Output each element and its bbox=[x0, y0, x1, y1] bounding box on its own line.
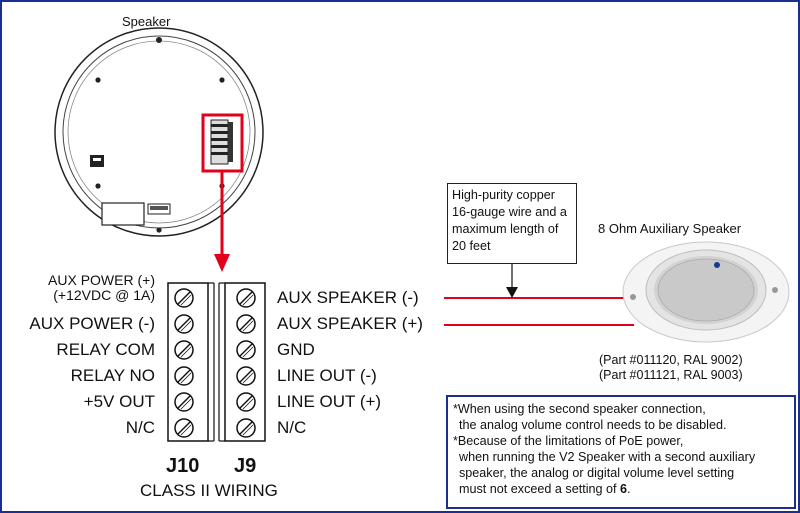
note-line: when running the V2 Speaker with a secon… bbox=[459, 450, 756, 464]
aux-speaker-wires bbox=[444, 297, 634, 326]
volume-limit-value: 6 bbox=[620, 482, 628, 496]
note-line: speaker, the analog or digital volume le… bbox=[459, 466, 735, 480]
j9-pin-label: LINE OUT (+) bbox=[277, 392, 382, 411]
terminal-block-j9 bbox=[218, 282, 266, 442]
j9-pin-label: LINE OUT (-) bbox=[277, 366, 377, 385]
j10-pin-label: N/C bbox=[125, 418, 155, 437]
class-wiring-label: CLASS II WIRING bbox=[140, 481, 278, 500]
notes-box: *When using the second speaker connectio… bbox=[446, 395, 796, 509]
auxiliary-speaker-illustration bbox=[622, 241, 790, 343]
terminal-screws bbox=[174, 288, 256, 438]
j9-pin-label: AUX SPEAKER (-) bbox=[277, 288, 419, 307]
red-arrow bbox=[214, 171, 230, 272]
j10-pin-label: AUX POWER (-) bbox=[29, 314, 155, 333]
speaker-label: Speaker bbox=[122, 14, 171, 29]
note-text: . bbox=[627, 482, 631, 496]
wire-spec-callout: High-purity copper 16-gauge wire and a m… bbox=[447, 183, 577, 264]
j10-name: J10 bbox=[166, 455, 200, 477]
j10-pin-label: RELAY COM bbox=[56, 340, 155, 359]
part-number-9002: (Part #011120, RAL 9002) bbox=[599, 353, 743, 367]
speaker-illustration bbox=[54, 27, 264, 237]
note-text: must not exceed a setting of bbox=[459, 482, 621, 496]
j10-pin-label: +5V OUT bbox=[83, 392, 155, 411]
j9-pin-label: N/C bbox=[277, 418, 307, 437]
j10-aux-power-spec: (+12VDC @ 1A) bbox=[53, 287, 155, 303]
j10-pin-label: RELAY NO bbox=[70, 366, 155, 385]
wire-callout-pointer bbox=[506, 264, 518, 298]
terminal-block-j10 bbox=[167, 282, 215, 442]
aux-speaker-title: 8 Ohm Auxiliary Speaker bbox=[598, 221, 742, 236]
j9-pin-label: AUX SPEAKER (+) bbox=[277, 314, 423, 333]
note-line: must not exceed a setting of 6. bbox=[453, 481, 794, 497]
note-line: *Because of the limitations of PoE power… bbox=[453, 434, 684, 448]
note-line: the analog volume control needs to be di… bbox=[459, 418, 727, 432]
j9-pin-label: GND bbox=[277, 340, 315, 359]
note-line: *When using the second speaker connectio… bbox=[453, 402, 706, 416]
j10-aux-power-plus: AUX POWER (+) bbox=[48, 272, 155, 288]
part-number-9003: (Part #011121, RAL 9003) bbox=[599, 368, 743, 382]
j9-name: J9 bbox=[234, 455, 257, 477]
